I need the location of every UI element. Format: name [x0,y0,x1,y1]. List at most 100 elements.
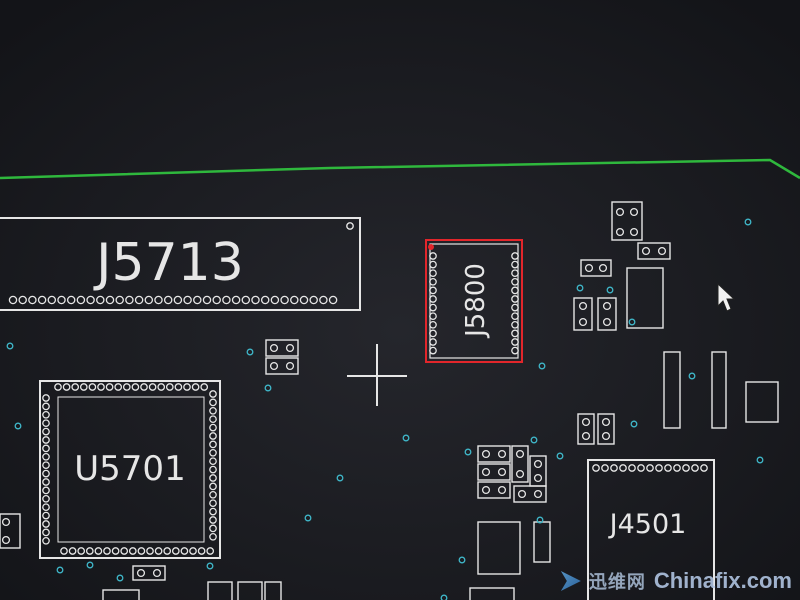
pin [42,444,50,453]
footprint [265,339,299,357]
pin [111,547,120,555]
pin [66,295,76,305]
pin [299,295,309,305]
pin [646,464,654,472]
pin [209,440,217,449]
pin [42,419,50,428]
pin [77,547,86,555]
pin [628,464,636,472]
vias [6,218,764,600]
connector-j5800[interactable]: J5800 [425,239,523,363]
pad [581,417,591,427]
via [86,561,94,569]
via [628,318,636,326]
pin [200,383,209,391]
pin [511,303,519,312]
pin [511,277,519,286]
pad [533,489,543,499]
pin [241,295,251,305]
pin [429,346,437,355]
pin [148,383,157,391]
pin [429,295,437,303]
via [756,456,764,464]
pad [629,227,639,237]
via [440,594,448,600]
pin [131,383,140,391]
via [536,516,544,524]
footprint [511,445,529,483]
ic-j4501-label: J4501 [608,509,687,540]
pin [85,547,94,555]
pin [209,524,217,533]
via [402,434,410,442]
pad [515,449,525,459]
pin [42,436,50,444]
pin [209,390,217,398]
pin [189,547,197,555]
pin [619,464,627,472]
pin [664,464,672,472]
pin [96,295,105,305]
footprint [477,481,511,499]
pad [657,246,667,256]
pin [115,295,124,305]
connector-j5713-label: J5713 [93,233,244,293]
pin [103,547,111,555]
connector-j5800-pins [429,252,519,355]
pin [42,503,50,512]
via [304,514,312,522]
footprint [477,445,511,463]
pin [429,329,437,338]
pin [209,507,217,516]
footprint [513,485,547,503]
connector-j5713[interactable]: J5713 [0,217,361,311]
via [264,384,272,392]
pin [105,295,115,305]
pad [615,207,625,217]
pin [209,499,217,508]
pin [42,520,50,528]
footprint [577,413,595,445]
pin [592,464,600,472]
pin [209,423,217,432]
small-components [0,201,779,578]
footprint [597,413,615,445]
pin [42,394,50,402]
pin [183,295,192,305]
via [530,436,538,444]
footprint [580,259,612,277]
pin [328,295,338,305]
pin [54,383,62,391]
pin [309,295,318,305]
via [744,218,752,226]
footprint [626,267,664,329]
pin [610,464,618,472]
partial-footprints-bottom [102,565,515,600]
pad [615,227,625,237]
pin [154,295,163,305]
pin [511,286,519,295]
footprint [711,351,727,429]
pad [641,246,651,256]
pin [511,346,519,355]
pad [533,473,543,483]
ic-j4501-pins [592,464,708,472]
pin [429,303,437,312]
pin [260,295,270,305]
pin [691,464,699,472]
pad [481,485,491,495]
pin [209,406,217,415]
pin [511,260,519,269]
ic-u5701-pins [42,383,217,555]
pin [42,536,50,545]
ic-j4501[interactable]: J4501 [587,459,715,600]
pin [180,547,189,555]
pad [136,568,146,578]
footprint [265,357,299,375]
pin [511,320,519,329]
pin [601,464,609,472]
ic-u5701[interactable]: U5701 [39,380,221,559]
pin [209,415,217,424]
via [576,284,584,292]
via [116,574,124,582]
